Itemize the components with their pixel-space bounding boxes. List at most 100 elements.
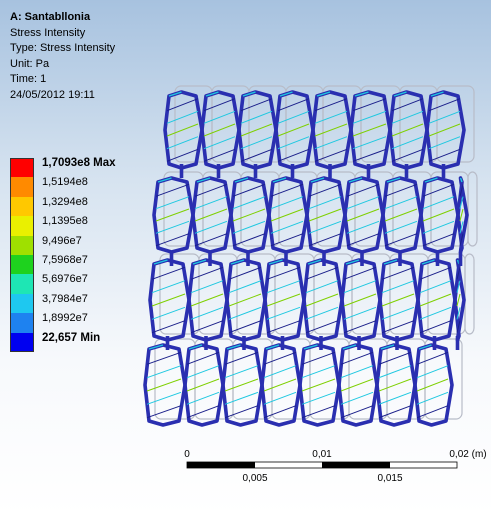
brace-line bbox=[166, 148, 199, 162]
legend-swatch bbox=[10, 177, 34, 197]
edge-highlight bbox=[316, 91, 331, 97]
brace-line bbox=[343, 280, 377, 294]
brace-line bbox=[146, 365, 182, 379]
legend-swatch bbox=[10, 254, 34, 275]
brace-line bbox=[308, 220, 342, 234]
brace-line bbox=[422, 208, 455, 222]
brace-line bbox=[352, 136, 387, 150]
brace-line bbox=[314, 136, 348, 150]
brace-line bbox=[224, 405, 259, 419]
hex-cell bbox=[337, 343, 379, 427]
edge-highlight bbox=[188, 344, 203, 350]
hex-cell bbox=[152, 176, 195, 254]
scale-bar-segment-3 bbox=[322, 462, 390, 468]
brace-line bbox=[146, 405, 182, 419]
edge-highlight bbox=[380, 344, 395, 350]
brace-line bbox=[419, 320, 452, 334]
brace-line bbox=[346, 220, 380, 234]
brace-line bbox=[266, 306, 301, 320]
edge-highlight bbox=[310, 177, 325, 183]
brace-line bbox=[422, 220, 455, 234]
hex-cell bbox=[378, 258, 420, 342]
brace-line bbox=[381, 266, 415, 280]
legend-label: 5,6976e7 bbox=[42, 273, 88, 286]
brace-line bbox=[305, 280, 339, 294]
edge-highlight bbox=[418, 344, 432, 350]
brace-line bbox=[240, 123, 273, 137]
scale-label-0005: 0,005 bbox=[242, 473, 267, 484]
scale-label-002: 0,02 (m) bbox=[449, 449, 486, 460]
brace-line bbox=[266, 266, 301, 280]
brace-line bbox=[305, 306, 339, 320]
edge-highlight bbox=[430, 91, 444, 97]
brace-line bbox=[416, 405, 449, 419]
brace-line bbox=[166, 110, 199, 124]
brace-line bbox=[456, 280, 461, 293]
hex-cell bbox=[381, 176, 423, 254]
edge-highlight bbox=[205, 91, 219, 97]
brace-line bbox=[305, 293, 339, 307]
brace-line bbox=[419, 280, 452, 294]
brace-line bbox=[228, 280, 262, 294]
edge-highlight bbox=[303, 344, 318, 350]
edge-highlight bbox=[153, 259, 168, 265]
brace-line bbox=[384, 233, 418, 247]
brace-line bbox=[301, 365, 336, 379]
brace-line bbox=[428, 110, 461, 124]
brace-line bbox=[456, 267, 461, 280]
brace-line bbox=[228, 293, 262, 307]
edge-highlight bbox=[383, 259, 398, 265]
brace-line bbox=[352, 98, 387, 112]
brace-line bbox=[277, 123, 310, 137]
legend-swatch bbox=[10, 196, 34, 217]
brace-line bbox=[151, 306, 186, 320]
brace-line bbox=[263, 351, 297, 365]
result-unit: Unit: Pa bbox=[10, 57, 50, 70]
brace-line bbox=[428, 98, 461, 112]
edge-highlight bbox=[230, 259, 245, 265]
brace-line bbox=[190, 280, 224, 294]
result-name: Stress Intensity bbox=[10, 26, 86, 39]
brace-line bbox=[459, 233, 464, 246]
brace-line bbox=[305, 266, 339, 280]
scale-label-0: 0 bbox=[184, 449, 190, 460]
brace-line bbox=[391, 136, 424, 150]
brace-line bbox=[151, 280, 186, 294]
hex-cell bbox=[343, 176, 385, 254]
brace-line bbox=[277, 98, 310, 112]
hex-cell bbox=[375, 343, 417, 427]
brace-line bbox=[240, 110, 273, 124]
brace-line bbox=[266, 320, 301, 334]
edge-highlight bbox=[168, 91, 182, 97]
brace-line bbox=[194, 196, 228, 210]
brace-line bbox=[155, 208, 190, 222]
brace-line bbox=[277, 110, 310, 124]
brace-line bbox=[346, 196, 380, 210]
brace-line bbox=[232, 183, 266, 197]
brace-line bbox=[146, 351, 182, 365]
scale-label-001: 0,01 bbox=[312, 449, 332, 460]
brace-line bbox=[266, 293, 301, 307]
brace-line bbox=[240, 148, 273, 162]
legend-label: 7,5968e7 bbox=[42, 253, 88, 266]
edge-highlight bbox=[279, 91, 293, 97]
brace-line bbox=[352, 148, 387, 162]
brace-line bbox=[151, 293, 186, 307]
brace-line bbox=[194, 208, 228, 222]
brace-line bbox=[155, 183, 190, 197]
legend-swatch bbox=[10, 274, 34, 294]
hex-cell bbox=[388, 90, 429, 170]
brace-line bbox=[314, 148, 348, 162]
brace-line bbox=[203, 110, 236, 124]
brace-line bbox=[232, 196, 266, 210]
brace-line bbox=[194, 233, 228, 247]
brace-line bbox=[224, 391, 259, 405]
brace-line bbox=[340, 365, 374, 379]
result-date: 24/05/2012 19:11 bbox=[10, 88, 95, 101]
brace-line bbox=[232, 220, 266, 234]
brace-line bbox=[381, 306, 415, 320]
ghost-cell bbox=[436, 85, 475, 163]
brace-line bbox=[305, 320, 339, 334]
